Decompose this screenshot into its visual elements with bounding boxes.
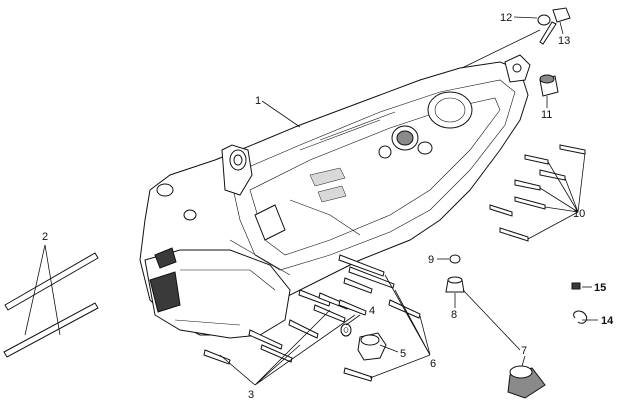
callout-1: 1 — [255, 95, 261, 107]
bushing-11 — [539, 74, 559, 97]
callout-7: 7 — [521, 345, 527, 357]
bolt-group-left — [203, 289, 367, 365]
callout-13: 13 — [558, 35, 570, 47]
callout-3: 3 — [248, 389, 254, 400]
washer-9 — [449, 254, 461, 264]
callout-15: 15 — [594, 282, 606, 294]
callout-11: 11 — [541, 109, 552, 121]
crankcase-cover — [139, 54, 531, 339]
callout-4: 4 — [369, 305, 375, 317]
plug-5 — [357, 332, 387, 361]
callout-9: 9 — [428, 254, 434, 266]
leader-lines — [24, 16, 598, 386]
callout-8: 8 — [451, 309, 457, 321]
callout-10: 10 — [573, 208, 585, 220]
bolt-13 — [539, 7, 571, 45]
drain-plug-8 — [445, 276, 465, 293]
callout-6: 6 — [430, 358, 436, 370]
callout-12: 12 — [500, 12, 512, 24]
washer-12 — [537, 14, 551, 26]
callout-2: 2 — [42, 231, 48, 243]
long-studs — [3, 252, 99, 358]
pin-15 — [571, 282, 581, 290]
callout-14: 14 — [601, 315, 614, 327]
callout-5: 5 — [400, 348, 406, 360]
clip-14 — [573, 310, 588, 324]
callout-labels: 1 2 3 4 5 6 7 8 9 10 11 12 13 14 15 — [42, 12, 614, 400]
washer-4 — [340, 323, 352, 337]
cover-bolts-10 — [489, 144, 586, 242]
bushing-7 — [507, 365, 546, 399]
